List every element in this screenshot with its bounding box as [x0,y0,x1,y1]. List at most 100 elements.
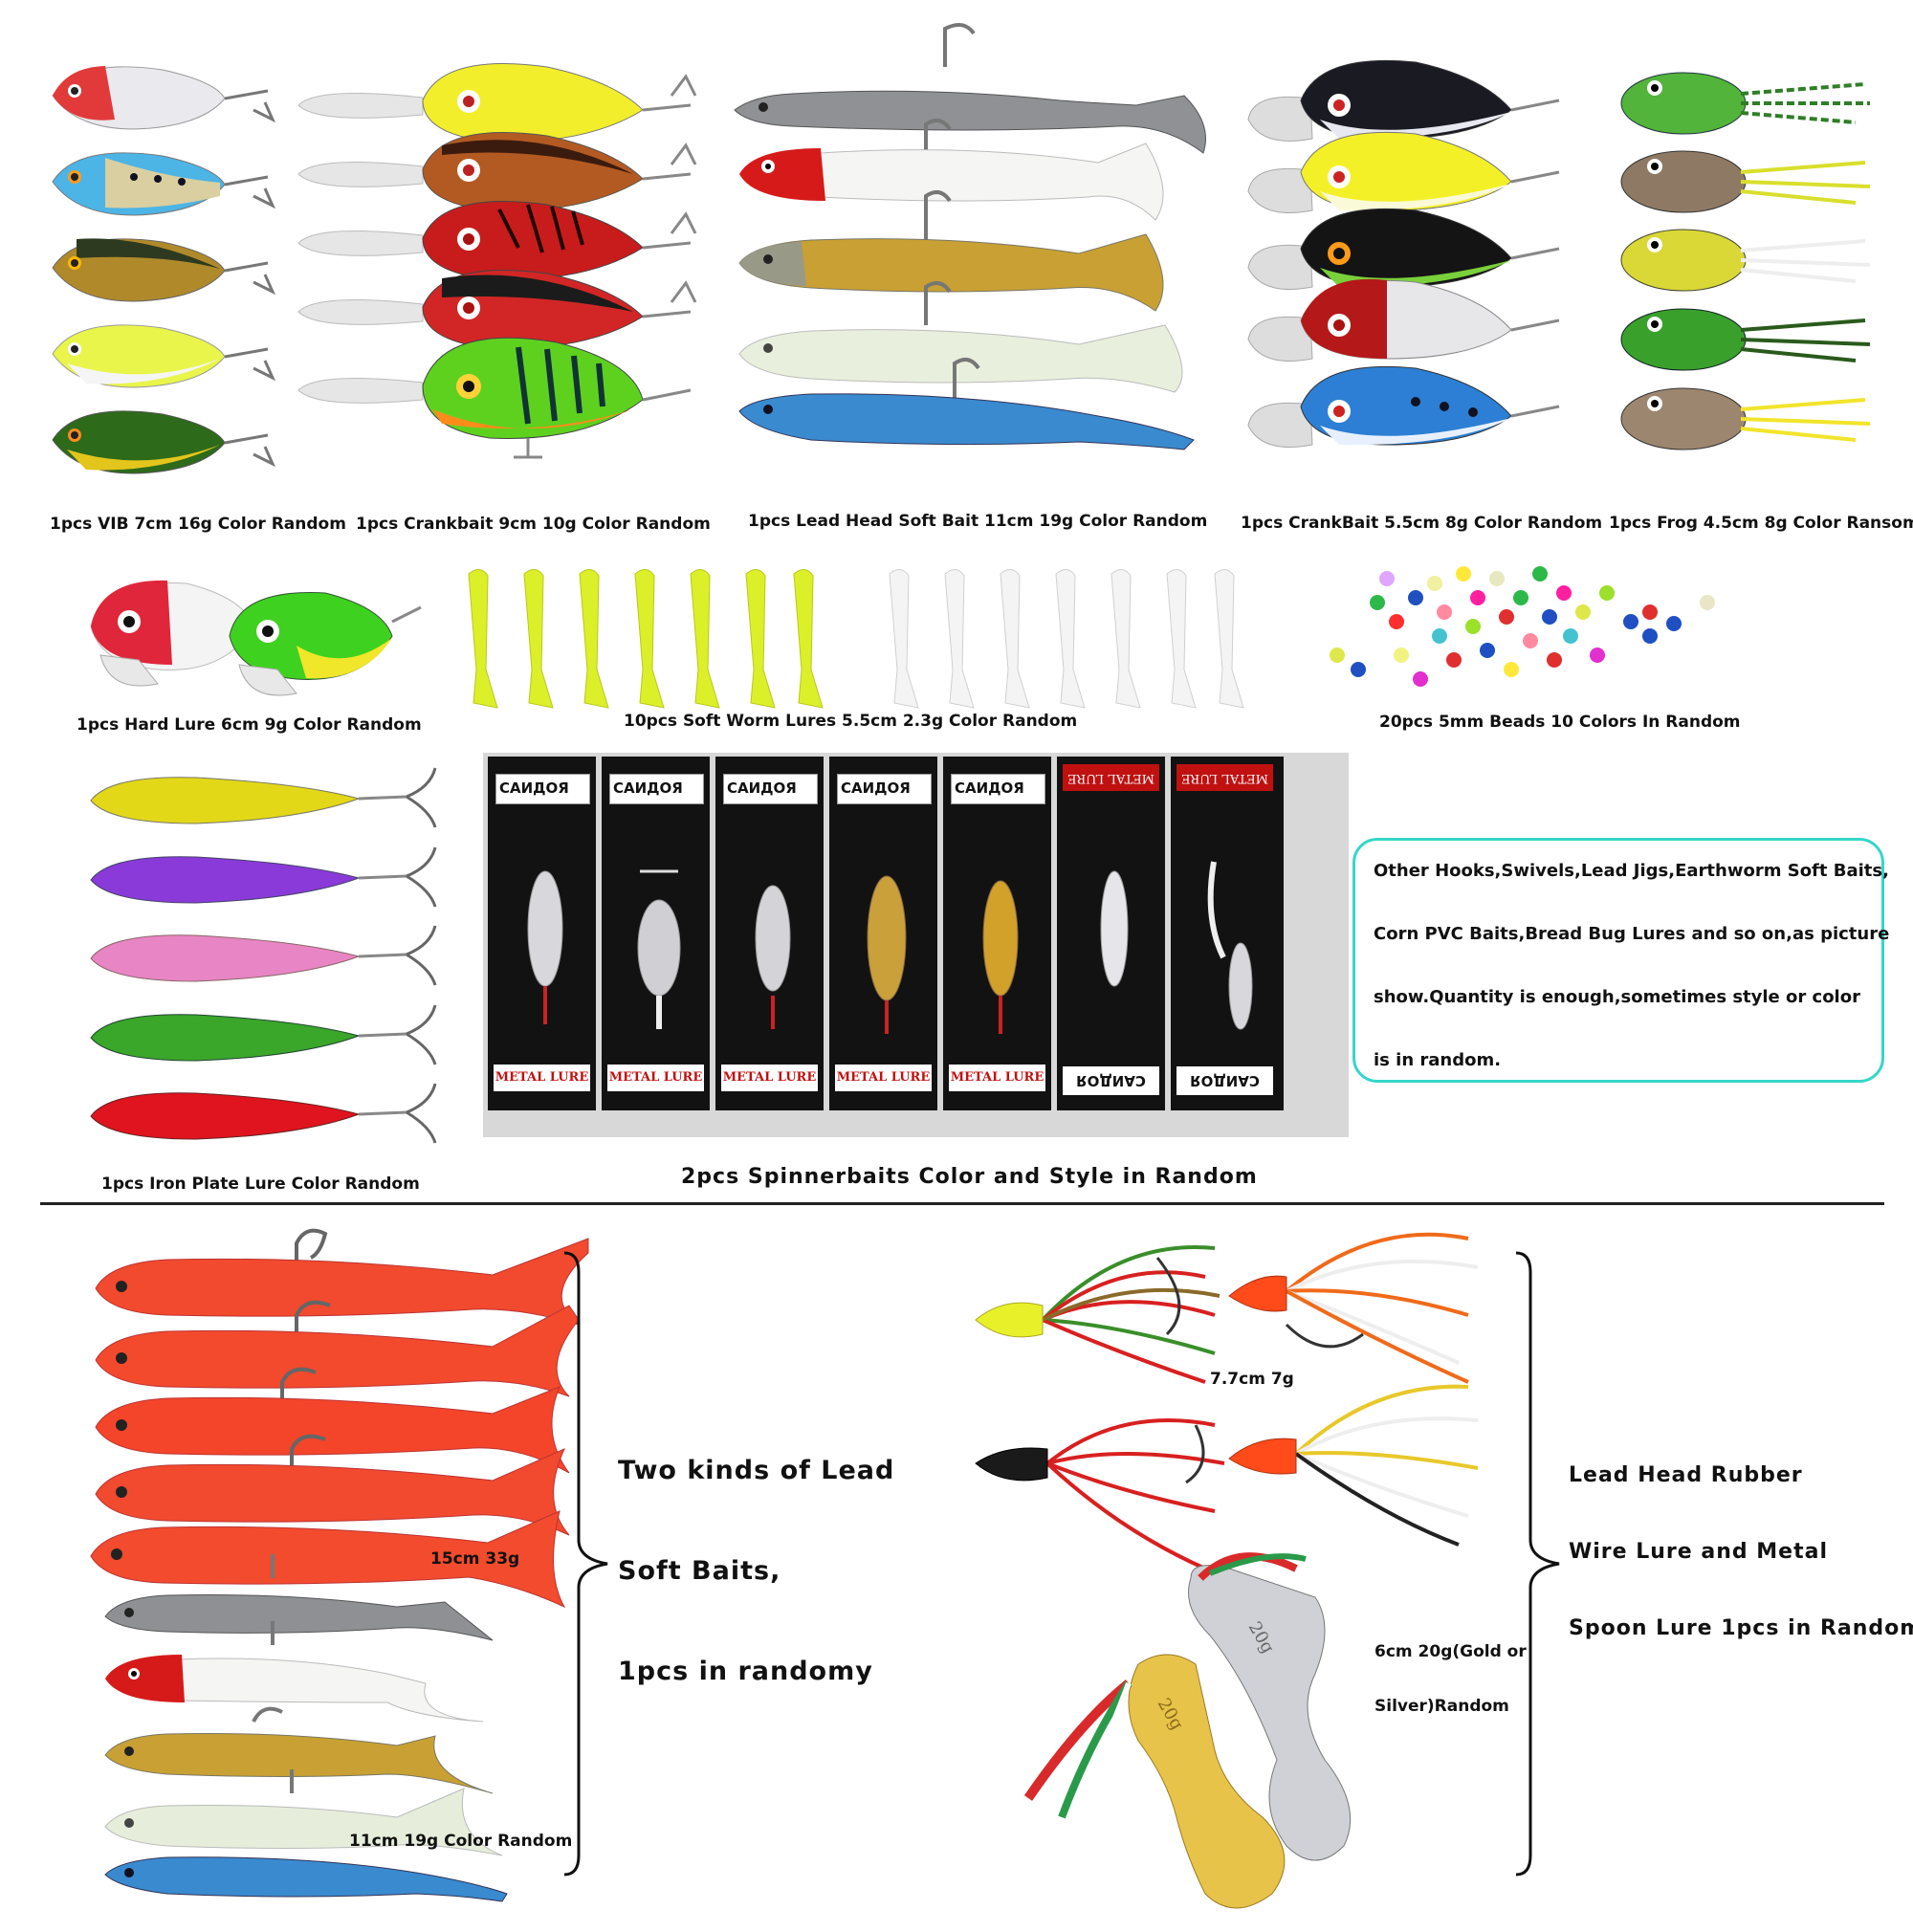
bottom-right-text-2: Wire Lure and Metal [1569,1540,1828,1564]
vib-lure-blue [52,152,276,216]
package-2-brand: CAИДOЯ [613,779,683,797]
bottom-left-text-3: 1pcs in randomy [618,1657,873,1686]
package-6: METAL LURE CAИДOЯ [1057,757,1165,1110]
package-7-label: METAL LURE [1176,764,1273,791]
iron-plate-purple [90,846,437,908]
package-6-silver-jig [1100,870,1129,987]
package-5-label: METAL LURE [949,1065,1045,1091]
spoon-size-line-1: 6cm 20g(Gold or [1374,1642,1527,1661]
vib-lure-chartreuse [52,324,276,388]
bottom-left-text-2: Soft Baits, [618,1556,781,1586]
info-line-4: is in random. [1374,1050,1502,1070]
hard-lure-white-red [90,580,254,687]
package-7-feather-jig [1207,861,1253,1030]
package-5-brand: CAИДOЯ [955,779,1024,797]
spoon-size-line-2: Silver)Random [1374,1697,1509,1716]
soft-bait-white-redhead [739,119,1164,221]
package-5: CAИДOЯ METAL LURE [943,757,1051,1110]
frog-brown [1620,150,1871,213]
info-box [1352,838,1884,1083]
left-brace [563,1251,608,1877]
package-5-gold-spoon [982,880,1019,1034]
package-4-gold-spoon [867,875,907,1034]
package-7: METAL LURE CAИДOЯ [1171,757,1284,1110]
soft-bait-silver [734,23,1206,154]
package-3-header [723,774,818,804]
small-crankbait-blue [1247,365,1560,448]
info-line-2: Corn PVC Baits,Bread Bug Lures and so on… [1374,924,1890,944]
package-2: CAИДOЯ METAL LURE [602,757,710,1110]
package-3-label: METAL LURE [721,1065,818,1091]
package-1-label: METAL LURE [494,1065,590,1091]
vib-lure-red-white [52,66,276,130]
rubber-jig-orange [1228,1232,1479,1384]
soft-worm-caption: 10pcs Soft Worm Lures 5.5cm 2.3g Color R… [624,712,1078,731]
bottom-soft-bait-blue [104,1856,508,1902]
bottom-soft-bait-silver [104,1554,494,1641]
package-6-brand-box: CAИДOЯ [1063,1066,1159,1095]
package-2-header [609,774,704,804]
leadhead-top-caption: 1pcs Lead Head Soft Bait 11cm 19g Color … [748,512,1208,531]
package-5-header [951,774,1045,804]
section-divider [40,1202,1884,1205]
package-1-brand: CAИДOЯ [499,779,569,797]
package-4-header [837,774,932,804]
iron-plate-caption: 1pcs Iron Plate Lure Color Random [101,1175,420,1194]
frog-green-dark [1620,308,1871,371]
info-line-3: show.Quantity is enough,sometimes style … [1374,987,1860,1007]
soft-worms-white [889,569,1244,709]
beads-caption: 20pcs 5mm Beads 10 Colors In Random [1379,713,1741,732]
bottom-soft-bait-glow [104,1769,503,1856]
bottom-soft-bait-white-redhead [105,1621,484,1723]
package-1-spoon [527,870,563,1024]
iron-plate-red [90,1083,437,1144]
spinnerbait-packages: CAИДOЯ METAL LURE CAИДOЯ METAL LURE CAИД… [483,753,1349,1137]
red-soft-bait-5 [90,1510,566,1609]
bottom-right-text-3: Spoon Lure 1pcs in Random. [1569,1616,1913,1640]
iron-plate-yellow [90,767,437,828]
small-soft-bait-size: 11cm 19g Color Random [349,1832,573,1851]
package-4: CAИДOЯ METAL LURE [829,757,937,1110]
iron-plate-pink [90,925,437,986]
package-2-spinner [637,869,681,1029]
vib-lure-perch [52,238,276,302]
iron-plate-green [90,1004,437,1065]
bottom-left-text-1: Two kinds of Lead [618,1456,895,1485]
package-3: CAИДOЯ METAL LURE [715,757,824,1110]
frog-caption: 1pcs Frog 4.5cm 8g Color Ransom [1609,514,1913,533]
package-6-label: METAL LURE [1063,764,1159,791]
vib-lure-green-black [52,410,276,474]
package-1-header [495,774,590,804]
rubber-jig-black-red [975,1418,1225,1570]
right-brace [1515,1251,1560,1877]
package-3-brand: CAИДOЯ [727,779,797,797]
crankbait-9cm-caption: 1pcs Crankbait 9cm 10g Color Random [356,515,711,534]
package-1: CAИДOЯ METAL LURE [488,757,596,1110]
crankbait-brown-craw [297,132,697,211]
spoon-silver: 20g [1188,1552,1352,1861]
soft-bait-blue [738,358,1195,450]
vib-caption: 1pcs VIB 7cm 16g Color Random [50,515,346,534]
package-7-brand-box: CAИДOЯ [1176,1066,1273,1095]
red-soft-bait-3 [95,1367,570,1474]
frog-green-spotted [1620,72,1870,135]
hard-lure-caption: 1pcs Hard Lure 6cm 9g Color Random [77,715,422,735]
small-crankbait-red-white [1247,278,1560,362]
bottom-soft-bait-gold [104,1706,494,1794]
frog-brown-yellow [1620,387,1871,450]
info-line-1: Other Hooks,Swivels,Lead Jigs,Earthworm … [1374,861,1889,881]
soft-bait-gold [738,190,1164,312]
small-crankbait-yellow [1247,131,1560,213]
rubber-jig-chartreuse [975,1245,1220,1384]
package-4-brand: CAИДOЯ [841,779,911,797]
spoon-gold: 20g [1023,1654,1286,1909]
frog-yellow [1620,229,1871,292]
package-4-label: METAL LURE [835,1065,932,1091]
red-soft-bait-4 [95,1434,570,1536]
spinnerbaits-caption: 2pcs Spinnerbaits Color and Style in Ran… [681,1165,1258,1189]
package-3-spinner [755,885,791,1029]
crankbait-red-dark [297,270,697,349]
crankbait-firetiger [297,337,692,459]
rubber-jig-yellow-white [1228,1384,1479,1547]
rubber-jig-size: 7.7cm 7g [1210,1370,1294,1389]
